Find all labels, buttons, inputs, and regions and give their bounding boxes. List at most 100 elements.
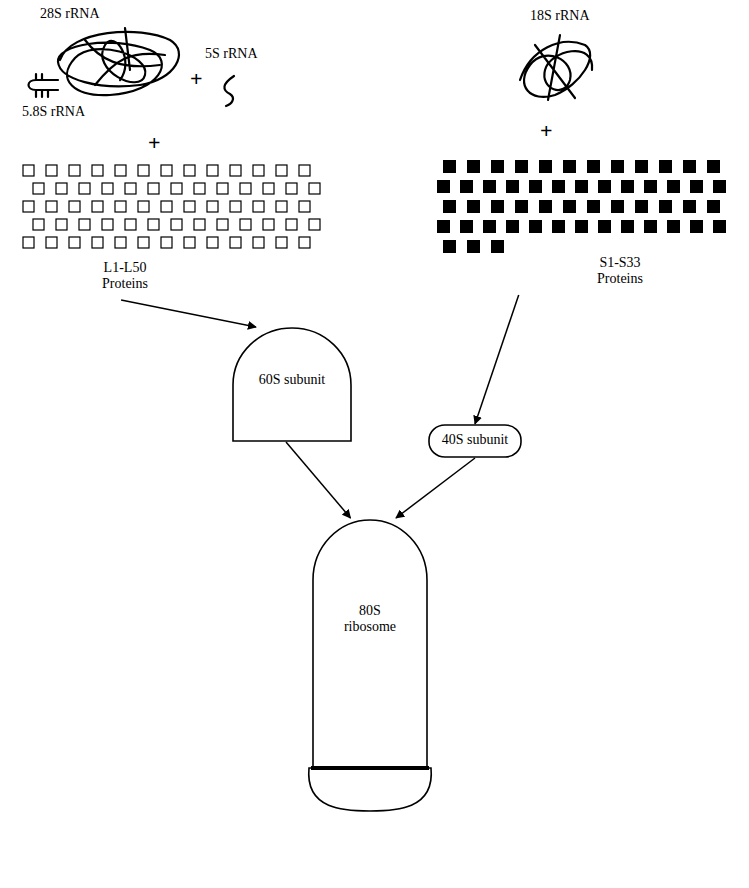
protein-square-filled bbox=[491, 160, 504, 173]
rrna-28s-tangle bbox=[85, 28, 165, 85]
protein-square-filled bbox=[587, 160, 600, 173]
protein-square-open bbox=[46, 201, 57, 212]
protein-square-open bbox=[138, 201, 149, 212]
protein-square-open bbox=[253, 165, 264, 176]
protein-square-open bbox=[207, 237, 218, 248]
protein-square-filled bbox=[483, 180, 496, 193]
protein-square-filled bbox=[707, 160, 720, 173]
protein-square-open bbox=[56, 219, 67, 230]
protein-square-filled bbox=[659, 160, 672, 173]
subunit-interface bbox=[311, 766, 429, 770]
protein-square-open bbox=[253, 237, 264, 248]
protein-square-filled bbox=[713, 220, 726, 233]
protein-square-filled bbox=[529, 180, 542, 193]
protein-square-filled bbox=[515, 200, 528, 213]
protein-square-open bbox=[102, 183, 113, 194]
protein-square-filled bbox=[587, 200, 600, 213]
protein-square-filled bbox=[598, 220, 611, 233]
protein-square-open bbox=[230, 237, 241, 248]
node-outline bbox=[435, 155, 745, 295]
protein-square-filled bbox=[713, 180, 726, 193]
protein-square-filled bbox=[635, 200, 648, 213]
protein-square-filled bbox=[563, 160, 576, 173]
protein-square-open bbox=[92, 201, 103, 212]
protein-square-open bbox=[276, 237, 287, 248]
connector-arrow bbox=[396, 458, 475, 518]
protein-square-filled bbox=[467, 200, 480, 213]
protein-square-filled bbox=[690, 220, 703, 233]
node-label: 80S ribosome bbox=[333, 603, 407, 635]
protein-square-filled bbox=[443, 160, 456, 173]
protein-square-open bbox=[115, 165, 126, 176]
protein-square-open bbox=[276, 201, 287, 212]
protein-square-filled bbox=[667, 180, 680, 193]
protein-square-open bbox=[69, 165, 80, 176]
ribosome-small-part bbox=[309, 768, 432, 811]
protein-square-filled bbox=[467, 160, 480, 173]
node-label: S1-S33 Proteins bbox=[585, 255, 655, 287]
protein-square-open bbox=[148, 183, 159, 194]
protein-square-filled bbox=[598, 180, 611, 193]
node-label: 40S subunit bbox=[430, 432, 520, 448]
protein-group: L1-L50 Proteins bbox=[15, 160, 327, 300]
rrna-58s-hairpin bbox=[29, 74, 59, 97]
protein-square-filled bbox=[460, 220, 473, 233]
protein-square-filled bbox=[515, 160, 528, 173]
protein-square-open bbox=[46, 165, 57, 176]
protein-square-open bbox=[299, 201, 310, 212]
protein-square-filled bbox=[683, 160, 696, 173]
protein-square-open bbox=[184, 165, 195, 176]
protein-square-open bbox=[92, 237, 103, 248]
protein-square-filled bbox=[644, 220, 657, 233]
protein-square-filled bbox=[683, 200, 696, 213]
protein-square-open bbox=[286, 219, 297, 230]
protein-square-filled bbox=[529, 220, 542, 233]
protein-square-filled bbox=[563, 200, 576, 213]
protein-square-open bbox=[217, 183, 228, 194]
ribosome-large-part bbox=[313, 520, 427, 768]
protein-square-open bbox=[33, 219, 44, 230]
protein-square-open bbox=[230, 201, 241, 212]
subunit-outline bbox=[429, 425, 521, 457]
protein-square-open bbox=[102, 219, 113, 230]
protein-square-open bbox=[148, 219, 159, 230]
protein-square-open bbox=[263, 183, 274, 194]
protein-square-open bbox=[194, 219, 205, 230]
protein-square-open bbox=[161, 165, 172, 176]
protein-square-open bbox=[138, 165, 149, 176]
protein-square-filled bbox=[460, 180, 473, 193]
protein-square-open bbox=[299, 165, 310, 176]
protein-square-open bbox=[309, 183, 320, 194]
protein-square-open bbox=[276, 165, 287, 176]
protein-square-open bbox=[240, 183, 251, 194]
protein-square-filled bbox=[491, 200, 504, 213]
connector-arrow bbox=[475, 295, 519, 424]
protein-square-filled bbox=[690, 180, 703, 193]
connector-arrow bbox=[286, 442, 351, 518]
protein-square-open bbox=[23, 237, 34, 248]
protein-square-filled bbox=[552, 180, 565, 193]
protein-square-open bbox=[217, 219, 228, 230]
protein-square-open bbox=[171, 219, 182, 230]
protein-square-filled bbox=[611, 200, 624, 213]
protein-square-open bbox=[23, 165, 34, 176]
protein-square-filled bbox=[621, 220, 634, 233]
protein-square-open bbox=[309, 219, 320, 230]
protein-square-filled bbox=[667, 220, 680, 233]
subunit-dome: 60S subunit bbox=[232, 327, 352, 442]
protein-square-filled bbox=[575, 220, 588, 233]
protein-square-filled bbox=[437, 220, 450, 233]
protein-square-open bbox=[46, 237, 57, 248]
protein-square-open bbox=[161, 201, 172, 212]
rrna-label: 5S rRNA bbox=[205, 46, 258, 62]
node-label: L1-L50 Proteins bbox=[90, 260, 160, 292]
protein-square-open bbox=[184, 237, 195, 248]
protein-square-open bbox=[125, 183, 136, 194]
protein-square-open bbox=[115, 237, 126, 248]
protein-square-open bbox=[194, 183, 205, 194]
rrna-5s-squiggle bbox=[224, 76, 234, 106]
protein-square-open bbox=[253, 201, 264, 212]
protein-square-filled bbox=[611, 160, 624, 173]
protein-square-filled bbox=[644, 180, 657, 193]
node-label: 60S subunit bbox=[237, 372, 347, 388]
